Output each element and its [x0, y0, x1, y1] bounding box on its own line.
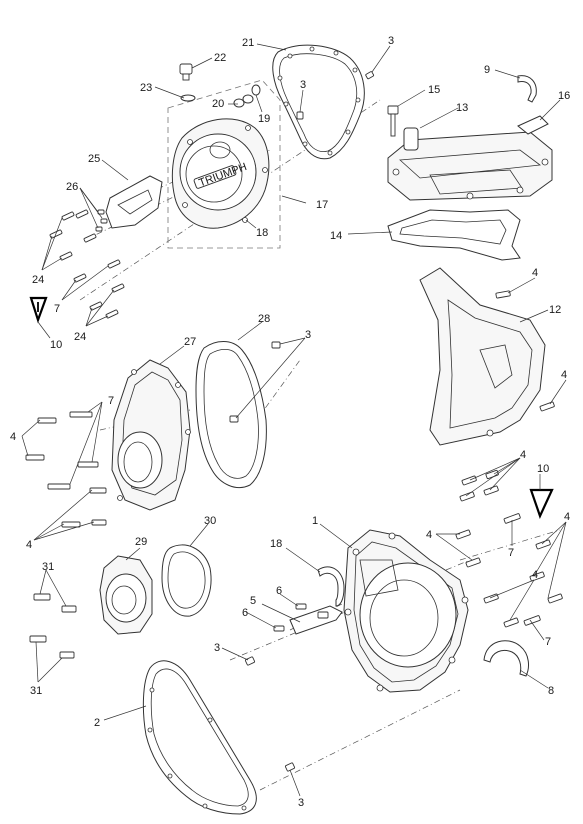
- callout-31-bottom: 31: [30, 685, 42, 697]
- callout-26: 26: [66, 181, 78, 193]
- callout-20: 20: [212, 98, 224, 110]
- part-27-cover: [111, 359, 191, 511]
- callout-4-lower-right-b: 4: [426, 529, 432, 541]
- callout-4-lower-right-c: 4: [564, 511, 570, 523]
- callout-12: 12: [549, 304, 561, 316]
- part-13-housing: [387, 127, 553, 201]
- part-8-hose-clip: [483, 640, 529, 677]
- callout-19: 19: [258, 113, 270, 125]
- bolts-24-bottom-group: [89, 283, 125, 319]
- dowel-3-bottom-upper: [244, 656, 256, 666]
- bolts-24-top-group: [49, 209, 121, 283]
- callout-10-right: 10: [537, 463, 549, 475]
- bolt-6-lower: [273, 625, 285, 632]
- part-15-bolt: [387, 105, 399, 137]
- bolt-4-right-side: [539, 401, 555, 412]
- assembly-17-group-box: [167, 79, 281, 249]
- callout-4-right-side: 4: [561, 369, 567, 381]
- callout-23: 23: [140, 82, 152, 94]
- part-5-bracket: [289, 605, 343, 635]
- part-21-gasket: [272, 44, 365, 160]
- callout-14: 14: [330, 230, 342, 242]
- callout-4-lower-right-a: 4: [520, 449, 526, 461]
- callout-4-lower-right-d: 4: [532, 569, 538, 581]
- callout-27: 27: [184, 336, 196, 348]
- leader-lines: [21, 43, 567, 797]
- callout-28: 28: [258, 313, 270, 325]
- bolt-6-upper: [295, 603, 307, 610]
- callout-7-middle: 7: [108, 395, 114, 407]
- gasket-21-holes: [277, 46, 361, 156]
- part-1-main-case: [343, 529, 469, 693]
- part-20-seals: [233, 94, 254, 108]
- part-28-gasket: [195, 341, 267, 489]
- callout-4-middle-left: 4: [10, 431, 16, 443]
- bolt-4-upper-right: [495, 290, 511, 299]
- callout-labels: 21 3 3 22 23 20 19 9 15 13 16 25 26 17 1…: [10, 35, 570, 809]
- callout-18-top: 18: [256, 227, 268, 239]
- part-9-pipe-clip: [517, 75, 537, 103]
- warning-triangle-icon-left: [29, 296, 48, 324]
- callout-16: 16: [558, 90, 570, 102]
- callout-2: 2: [94, 717, 100, 729]
- part-25-bracket: [105, 175, 163, 229]
- callout-3-top-mid: 3: [300, 79, 306, 91]
- callout-3-middle: 3: [305, 329, 311, 341]
- callout-7-top: 7: [54, 303, 60, 315]
- callout-3-bottom-lower: 3: [298, 797, 304, 809]
- part-29-small-cover: [99, 555, 153, 635]
- callout-18-bottom: 18: [270, 538, 282, 550]
- part-19-ring: [251, 84, 261, 96]
- callout-15: 15: [428, 84, 440, 96]
- callout-13: 13: [456, 102, 468, 114]
- callout-30: 30: [204, 515, 216, 527]
- bolts-4-7-right-group: [455, 469, 563, 628]
- callout-24-bottom: 24: [74, 331, 86, 343]
- dowel-3-bottom-lower: [284, 762, 296, 772]
- callout-25: 25: [88, 153, 100, 165]
- callout-1: 1: [312, 515, 318, 527]
- callout-9: 9: [484, 64, 490, 76]
- callout-22: 22: [214, 52, 226, 64]
- part-2-large-gasket: [142, 660, 257, 815]
- callout-8: 8: [548, 685, 554, 697]
- bolts-31-group: [29, 593, 77, 659]
- callout-5: 5: [250, 595, 256, 607]
- part-26-bolts: [95, 209, 108, 232]
- part-22-filler-plug: [179, 63, 193, 81]
- part-23-o-ring: [180, 94, 196, 102]
- callout-6-upper: 6: [276, 585, 282, 597]
- callout-7-lower-right-b: 7: [545, 636, 551, 648]
- callout-24-top: 24: [32, 274, 44, 286]
- callout-6-lower: 6: [242, 607, 248, 619]
- dowel-3-top-right: [365, 71, 375, 80]
- callout-3-top-right: 3: [388, 35, 394, 47]
- callout-3-bottom-upper: 3: [214, 642, 220, 654]
- part-12-cover-panel: [419, 267, 546, 446]
- callout-29: 29: [135, 536, 147, 548]
- dowel-3-top-left: [296, 111, 304, 120]
- bolts-4-7-middle-group: [25, 411, 107, 528]
- callout-31-top: 31: [42, 561, 54, 573]
- part-30-gasket: [161, 544, 212, 617]
- part-18-clutch-cover: TRIUMPH: [171, 118, 270, 229]
- part-18-clip-bottom: [317, 566, 345, 607]
- callout-21: 21: [242, 37, 254, 49]
- callout-4-upper-right: 4: [532, 267, 538, 279]
- warning-triangle-icon-right: [529, 488, 554, 519]
- dowel-3-middle-upper: [271, 341, 281, 349]
- callout-4-lower-left: 4: [26, 539, 32, 551]
- part-14-gasket: [387, 209, 521, 261]
- part-16-bracket: [517, 115, 549, 135]
- callout-7-lower-right-a: 7: [508, 547, 514, 559]
- callout-10-left: 10: [50, 339, 62, 351]
- callout-17: 17: [316, 199, 328, 211]
